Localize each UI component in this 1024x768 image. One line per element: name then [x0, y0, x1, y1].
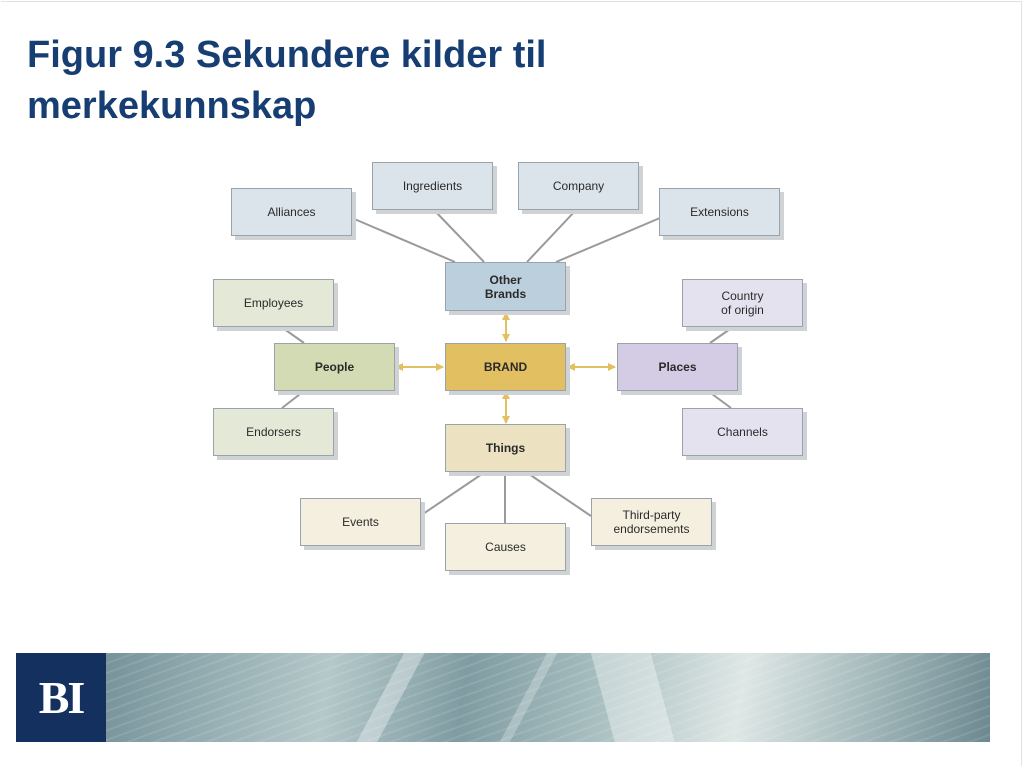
- node-ingredients: Ingredients: [372, 162, 493, 210]
- node-things: Things: [445, 424, 566, 472]
- node-endorsers: Endorsers: [213, 408, 334, 456]
- line-company-otherbrands: [526, 209, 577, 263]
- bi-logo-text: BI: [38, 672, 86, 723]
- node-places: Places: [617, 343, 738, 391]
- node-third-party-endorsements: Third-party endorsements: [591, 498, 712, 546]
- node-channels: Channels: [682, 408, 803, 456]
- line-ingredients-otherbrands: [433, 209, 485, 263]
- line-events-things: [419, 471, 486, 517]
- node-alliances: Alliances: [231, 188, 352, 236]
- line-thirdparty-things: [525, 471, 592, 517]
- line-channels-places: [707, 390, 732, 409]
- node-country-of-origin: Country of origin: [682, 279, 803, 327]
- line-employees-people: [279, 325, 305, 344]
- node-causes: Causes: [445, 523, 566, 571]
- node-employees: Employees: [213, 279, 334, 327]
- banner-texture: [106, 653, 990, 742]
- bi-logo: BI: [16, 653, 106, 742]
- node-people: People: [274, 343, 395, 391]
- line-endorsers-people: [281, 390, 305, 409]
- node-extensions: Extensions: [659, 188, 780, 236]
- line-alliances-otherbrands: [351, 217, 456, 263]
- node-events: Events: [300, 498, 421, 546]
- node-brand: BRAND: [445, 343, 566, 391]
- slide-title: Figur 9.3 Sekundere kilder til merkekunn…: [27, 34, 547, 127]
- footer-banner: BI: [16, 653, 990, 742]
- node-other-brands: Other Brands: [445, 262, 566, 311]
- line-country-places: [709, 326, 734, 344]
- node-company: Company: [518, 162, 639, 210]
- line-extensions-otherbrands: [555, 217, 661, 263]
